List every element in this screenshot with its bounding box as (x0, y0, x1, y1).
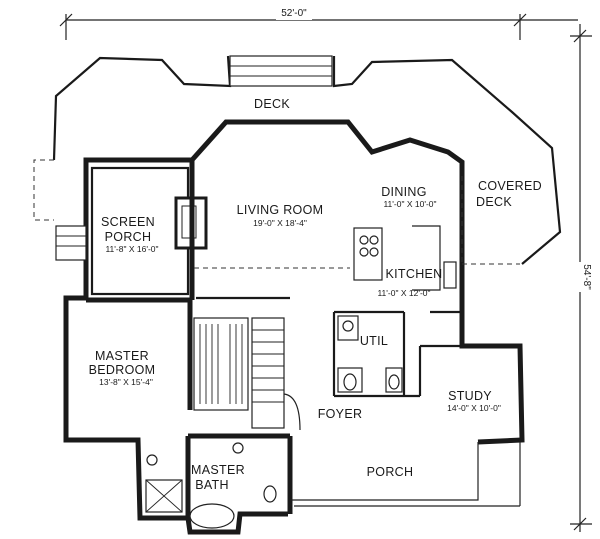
room-labels: DECK LIVING ROOM 19'-0" X 18'-4" DINING … (89, 97, 542, 492)
living-room-label: LIVING ROOM (237, 203, 324, 217)
foyer-label: FOYER (318, 407, 363, 421)
overall-width-dimension (59, 13, 578, 40)
walk-in-closet (193, 317, 249, 411)
overall-depth-label: 54'-8" (581, 264, 592, 290)
master-bath-label-line2: BATH (195, 478, 229, 492)
deck-label: DECK (254, 97, 290, 111)
dining-label: DINING (381, 185, 427, 199)
covered-deck-label-line2: DECK (476, 195, 512, 209)
master-bedroom-label-line1: MASTER (95, 349, 149, 363)
study-dims: 14'-0" X 10'-0" (447, 403, 501, 413)
screen-porch-dims: 11'-8" X 16'-0" (105, 244, 158, 254)
master-bedroom-dims: 13'-8" X 15'-4" (99, 377, 153, 387)
living-room-dims: 19'-0" X 18'-4" (253, 218, 307, 228)
kitchen-label: KITCHEN (386, 267, 443, 281)
study-label: STUDY (448, 389, 492, 403)
screen-porch-stairs (55, 225, 87, 261)
porch-label: PORCH (367, 465, 414, 479)
interior-walls (86, 160, 462, 518)
utility-fixtures (337, 315, 403, 393)
bath-fixtures (145, 442, 277, 529)
main-stairs (251, 317, 301, 431)
util-label: UTIL (360, 334, 388, 348)
master-bath-label-line1: MASTER (191, 463, 245, 477)
screen-porch-label-line1: SCREEN (101, 215, 155, 229)
porch-outline (290, 442, 521, 507)
covered-deck-label-line1: COVERED (478, 179, 542, 193)
kitchen-dims: 11'-0" X 12'-0" (377, 288, 430, 298)
exterior-wall (190, 119, 525, 445)
dining-dims: 11'-0" X 10'-0" (383, 199, 436, 209)
overhead-lines (194, 176, 520, 269)
kitchen-counters (353, 225, 457, 291)
overall-width-label: 52'-0" (281, 8, 307, 19)
deck-stairs (229, 55, 333, 87)
screen-porch-label-line2: PORCH (105, 230, 152, 244)
master-bedroom-label-line2: BEDROOM (89, 363, 156, 377)
deck-outline (52, 55, 562, 265)
